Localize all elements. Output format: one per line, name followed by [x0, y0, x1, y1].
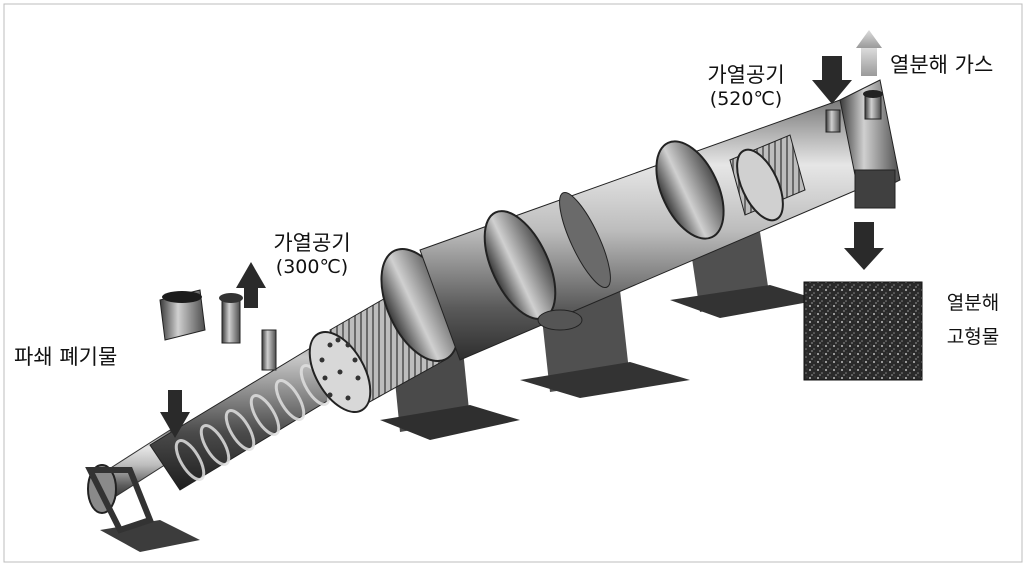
- kiln-assembly: [85, 79, 901, 552]
- heated-air-inlet-temp: (300℃): [275, 256, 349, 278]
- heated-air-outlet-arrow: [812, 56, 852, 104]
- frame-border: [3, 3, 1023, 563]
- heated-air-outlet-label: 가열공기: [707, 63, 785, 87]
- heated-air-outlet-temp: (520℃): [709, 88, 783, 110]
- crushed-waste-arrow: [160, 390, 190, 438]
- pyrolysis-gas-label: 열분해 가스: [890, 53, 994, 77]
- pyrolysis-gas-arrow: [856, 30, 882, 76]
- heated-air-inlet-label: 가열공기: [273, 231, 351, 255]
- pyrolysis-solid-sample: [803, 281, 923, 381]
- pyrolysis-solid-label-line2: 고형물: [946, 326, 1000, 348]
- heated-air-inlet-arrow: [236, 262, 266, 308]
- crushed-waste-label: 파쇄 폐기물: [14, 345, 118, 369]
- pyrolysis-solid-label-line1: 열분해: [946, 292, 1000, 314]
- pyrolysis-solid-arrow: [844, 222, 884, 270]
